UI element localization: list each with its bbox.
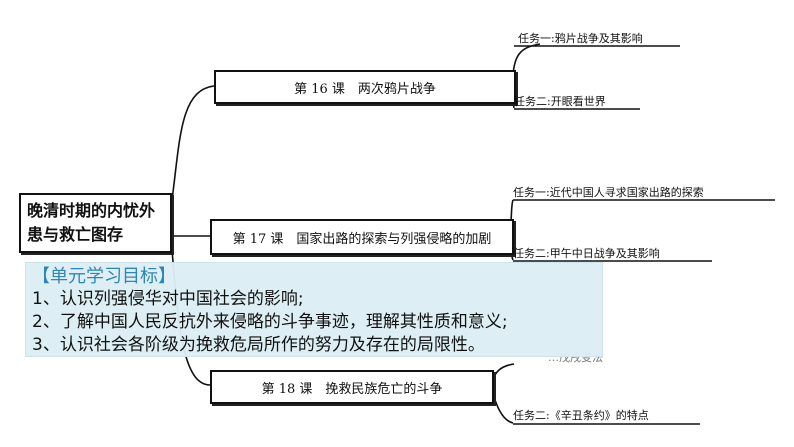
lesson-16-label: 第 16 课 两次鸦片战争	[294, 81, 436, 97]
unit-goal-item: 2、了解中国人民反抗外来侵略的斗争事迹，理解其性质和意义;	[32, 312, 508, 332]
task-lesson17-2: 任务二:甲午中日战争及其影响	[513, 247, 660, 260]
unit-goals-title: 【单元学习目标】	[32, 266, 176, 287]
lesson-18-label: 第 18 课 挽救民族危亡的斗争	[261, 381, 443, 397]
lesson-node-16: 第 16 课 两次鸦片战争	[214, 70, 516, 104]
unit-goal-item: 3、认识社会各阶级为挽救危局所作的努力及存在的局限性。	[32, 335, 485, 355]
task-lesson16-2: 任务二:开眼看世界	[514, 95, 606, 108]
connector-root-lesson1	[171, 85, 215, 201]
task-lesson17-1: 任务一:近代中国人寻求国家出路的探索	[513, 186, 704, 199]
unit-goals-panel: 【单元学习目标】 1、认识列强侵华对中国社会的影响; 2、了解中国人民反抗外来侵…	[25, 262, 603, 357]
task-lesson16-1: 任务一:鸦片战争及其影响	[518, 32, 643, 45]
lesson-17-label: 第 17 课 国家出路的探索与列强侵略的加剧	[232, 231, 492, 247]
unit-goal-item: 1、认识列强侵华对中国社会的影响;	[32, 289, 304, 309]
task-lesson18-2: 任务二:《辛丑条约》的特点	[513, 409, 649, 422]
lesson-node-18: 第 18 课 挽救民族危亡的斗争	[210, 370, 494, 404]
root-node: 晚清时期的内忧外患与救亡图存	[19, 193, 172, 253]
root-label: 晚清时期的内忧外患与救亡图存	[27, 201, 156, 244]
connector-lesson1-task1	[511, 43, 541, 87]
lesson-node-17: 第 17 课 国家出路的探索与列强侵略的加剧	[210, 219, 514, 255]
